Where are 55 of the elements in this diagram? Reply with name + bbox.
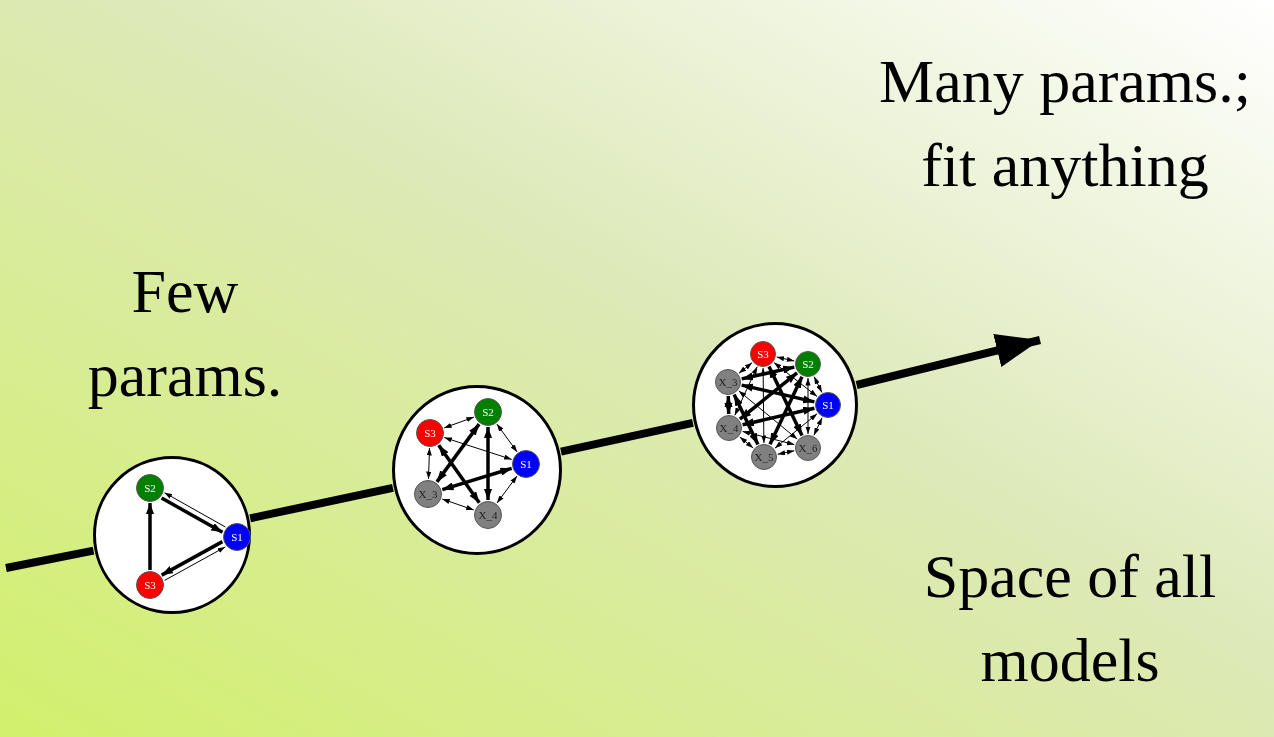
network-edge [741, 383, 815, 404]
network-edge [496, 475, 518, 504]
annotation-text: Few params. [86, 256, 284, 411]
network-node: S1 [223, 523, 251, 551]
annotation-text: Space of all models [922, 541, 1218, 696]
network-edge [777, 449, 795, 456]
network-edge [437, 444, 481, 504]
network-edge [773, 362, 818, 397]
network-node: S3 [136, 571, 164, 599]
network-edge [426, 447, 432, 480]
network-edge [441, 466, 513, 492]
network-node: S1 [512, 450, 540, 478]
network-edge [767, 365, 804, 437]
network-edge [760, 367, 767, 444]
annotation-text: Many params.; fit anything [878, 46, 1252, 201]
network-edge [805, 377, 811, 435]
network-edge [441, 498, 475, 511]
network-edge [774, 413, 818, 449]
network-edge [732, 393, 760, 446]
network-edge [742, 430, 795, 446]
network-edge [768, 375, 804, 446]
network-edge [776, 356, 795, 362]
network-node: X_4 [716, 415, 742, 441]
network-edge [724, 395, 733, 415]
network-edge [734, 366, 758, 416]
network-edge [738, 371, 799, 421]
network-edge [742, 406, 815, 427]
network-node: X_3 [715, 369, 741, 395]
network-edge [443, 437, 513, 460]
network-edge [160, 496, 224, 534]
network-edge [160, 540, 224, 577]
network-edge [145, 503, 155, 570]
network-node: S3 [416, 419, 444, 447]
network-node: X_4 [474, 501, 502, 529]
network-node: S2 [136, 474, 164, 502]
network-node: X_6 [795, 435, 821, 461]
network-node: S1 [815, 392, 841, 418]
network-edge [813, 417, 823, 436]
network-edge [741, 365, 795, 381]
network-edge [739, 436, 754, 449]
network-node: X_5 [751, 444, 777, 470]
network-edge [164, 546, 226, 581]
network-node: X_3 [414, 480, 442, 508]
network-edge [813, 376, 823, 393]
network-edge [435, 423, 481, 483]
trend-arrow [855, 333, 1041, 389]
network-node: S3 [750, 341, 776, 367]
network-edge [738, 390, 798, 440]
network-edge [164, 492, 226, 528]
network-edge [483, 427, 493, 500]
network-edge [738, 362, 753, 374]
network-edge [443, 416, 475, 429]
network-edge [496, 423, 518, 453]
network-node: S2 [795, 351, 821, 377]
network-node: S2 [474, 398, 502, 426]
